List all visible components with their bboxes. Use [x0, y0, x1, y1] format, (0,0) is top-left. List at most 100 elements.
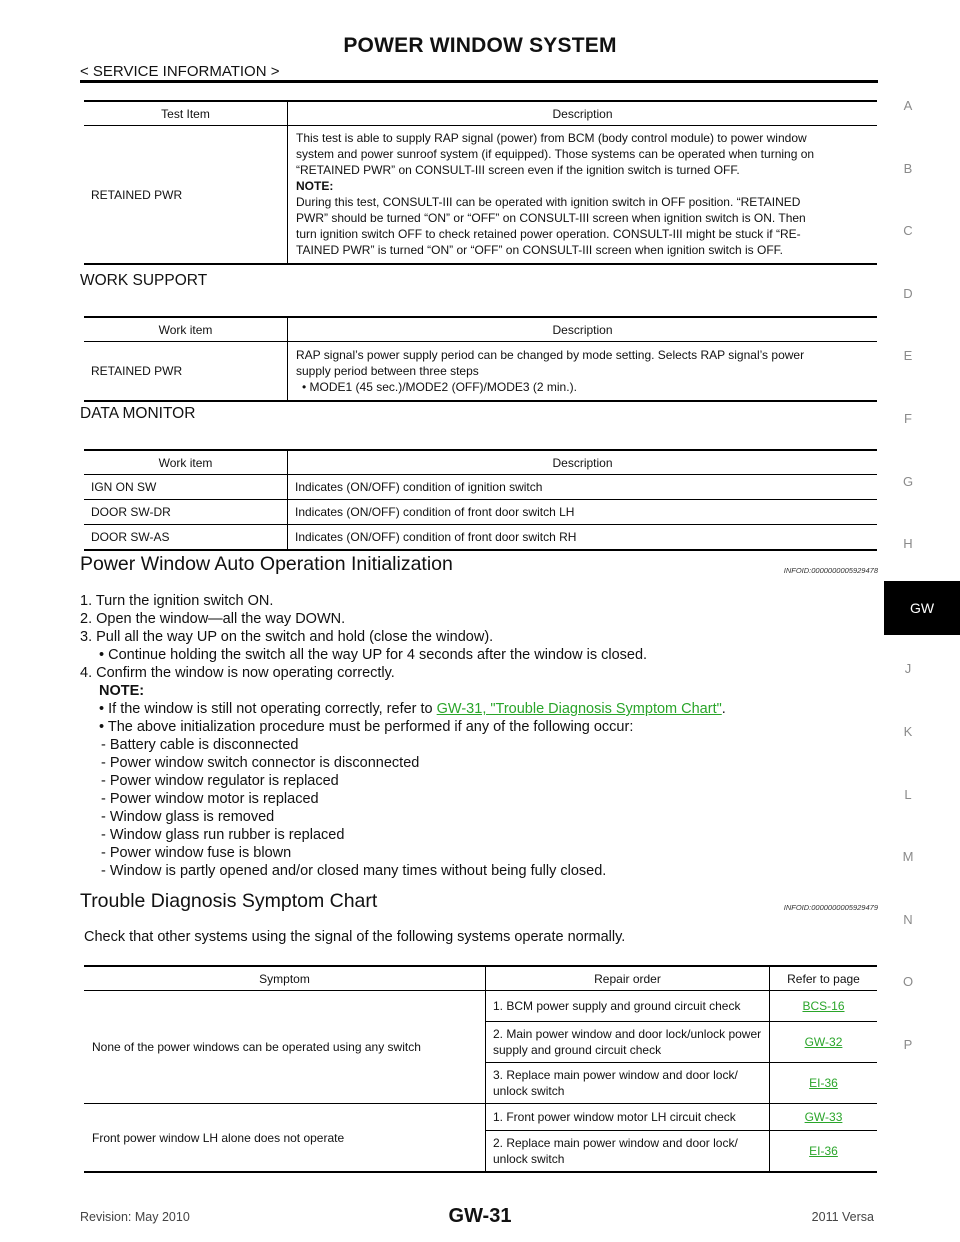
note-text: • If the window is still not operating c… — [99, 701, 437, 717]
table-row: 2. Main power window and door lock/unloc… — [84, 1021, 877, 1063]
column-header: Description — [287, 450, 877, 475]
index-letter-k[interactable]: K — [903, 723, 913, 739]
condition-item: - Window glass run rubber is replaced — [101, 827, 345, 843]
repair-order-cell: 2. Main power window and door lock/unloc… — [485, 1021, 770, 1063]
index-letter-b[interactable]: B — [903, 160, 913, 176]
column-header: Test Item — [84, 101, 288, 126]
section-index: A B C D E F G H J K L M N O P — [893, 98, 923, 1100]
index-letter-n[interactable]: N — [903, 911, 913, 927]
condition-item: - Window glass is removed — [101, 809, 275, 825]
info-id: INFOID:0000000005929479 — [783, 903, 878, 912]
monitor-item: DOOR SW-DR — [84, 499, 288, 525]
index-letter-f[interactable]: F — [904, 410, 912, 426]
monitor-item: IGN ON SW — [84, 474, 288, 500]
reference-link[interactable]: BCS-16 — [802, 999, 845, 1013]
reference-link[interactable]: EI-36 — [809, 1144, 838, 1158]
symptom-chart-table: Symptom Repair order Refer to page None … — [84, 965, 877, 1173]
trouble-chart-heading: Trouble Diagnosis Symptom Chart — [80, 890, 378, 912]
step: 2. Open the window—all the way DOWN. — [80, 611, 346, 627]
data-monitor-heading: DATA MONITOR — [80, 405, 196, 422]
column-header: Symptom — [84, 966, 486, 991]
index-letter-o[interactable]: O — [902, 974, 914, 990]
description-line: TAINED PWR” is turned “ON” or “OFF” on C… — [296, 243, 783, 257]
index-letter-g[interactable]: G — [902, 473, 914, 489]
initialization-heading: Power Window Auto Operation Initializati… — [80, 553, 453, 575]
condition-item: - Power window fuse is blown — [101, 845, 292, 861]
test-description-cell: This test is able to supply RAP signal (… — [288, 126, 878, 265]
description-line: supply period between three steps — [296, 364, 479, 378]
table-row: 2. Replace main power window and door lo… — [84, 1130, 877, 1172]
test-item-table: Test Item Description RETAINED PWR This … — [84, 100, 877, 265]
table-row: Front power window LH alone does not ope… — [84, 1103, 877, 1173]
table-row: None of the power windows can be operate… — [84, 990, 877, 1104]
table-row: 3. Replace main power window and door lo… — [84, 1062, 877, 1104]
table-row: IGN ON SW Indicates (ON/OFF) condition o… — [84, 474, 877, 500]
column-header: Work item — [84, 317, 288, 342]
description-line: • MODE1 (45 sec.)/MODE2 (OFF)/MODE3 (2 m… — [302, 380, 577, 394]
description-line: “RETAINED PWR” on CONSULT-III screen eve… — [296, 163, 740, 177]
step: 4. Confirm the window is now operating c… — [80, 665, 395, 681]
note-item: • The above initialization procedure mus… — [99, 719, 634, 735]
model-year: 2011 Versa — [811, 1210, 874, 1224]
index-letter-a[interactable]: A — [903, 98, 913, 113]
repair-order-cell: 1. Front power window motor LH circuit c… — [485, 1103, 770, 1131]
monitor-description: Indicates (ON/OFF) condition of front do… — [295, 530, 577, 544]
table-row: DOOR SW-AS Indicates (ON/OFF) condition … — [84, 524, 877, 550]
header-rule — [80, 80, 878, 83]
symptom-cell: Front power window LH alone does not ope… — [84, 1103, 486, 1173]
note-text: . — [721, 701, 726, 717]
repair-order-cell: 2. Replace main power window and door lo… — [485, 1130, 770, 1172]
repair-order-cell: 3. Replace main power window and door lo… — [485, 1062, 770, 1104]
page-title: POWER WINDOW SYSTEM — [343, 34, 617, 57]
step-bullet: • Continue holding the switch all the wa… — [99, 647, 648, 663]
initialization-procedure: 1. Turn the ignition switch ON. 2. Open … — [80, 592, 726, 880]
index-letter-c[interactable]: C — [903, 223, 913, 239]
index-letter-p[interactable]: P — [903, 1036, 913, 1052]
index-letter-l[interactable]: L — [904, 786, 912, 802]
condition-item: - Power window motor is replaced — [101, 791, 319, 807]
index-letter-h[interactable]: H — [903, 536, 913, 552]
note-label: NOTE: — [99, 683, 145, 699]
monitor-description: Indicates (ON/OFF) condition of ignition… — [287, 474, 877, 500]
data-monitor-table: Work item Description IGN ON SW Indicate… — [84, 449, 877, 551]
index-letter-e[interactable]: E — [903, 348, 913, 364]
active-section-tab[interactable]: GW — [884, 581, 960, 635]
description-line: This test is able to supply RAP signal (… — [296, 131, 807, 145]
condition-item: - Window is partly opened and/or closed … — [101, 863, 607, 879]
reference-link[interactable]: GW-33 — [804, 1110, 843, 1124]
trouble-chart-link[interactable]: GW-31, "Trouble Diagnosis Symptom Chart" — [436, 701, 722, 717]
description-line: system and power sunroof system (if equi… — [296, 147, 815, 161]
index-letter-m[interactable]: M — [902, 849, 914, 865]
step: 3. Pull all the way UP on the switch and… — [80, 629, 494, 645]
description-line: RAP signal’s power supply period can be … — [296, 348, 805, 362]
note-item: • If the window is still not operating c… — [80, 700, 726, 718]
page-code: GW-31 — [448, 1205, 512, 1227]
condition-item: - Power window switch connector is disco… — [101, 755, 420, 771]
work-description-cell: RAP signal’s power supply period can be … — [288, 342, 878, 402]
trouble-intro: Check that other systems using the signa… — [84, 929, 626, 945]
step: 1. Turn the ignition switch ON. — [80, 593, 274, 609]
monitor-item: DOOR SW-AS — [84, 524, 288, 550]
reference-link[interactable]: EI-36 — [809, 1076, 838, 1090]
work-item-cell: RETAINED PWR — [84, 341, 288, 401]
index-letter-j[interactable]: J — [904, 661, 912, 677]
table-row: DOOR SW-DR Indicates (ON/OFF) condition … — [84, 499, 877, 525]
monitor-description: Indicates (ON/OFF) condition of front do… — [287, 499, 877, 525]
description-line: During this test, CONSULT-III can be ope… — [296, 195, 801, 209]
repair-order-cell: 1. BCM power supply and ground circuit c… — [485, 990, 770, 1022]
revision-date: Revision: May 2010 — [80, 1210, 190, 1224]
condition-item: - Power window regulator is replaced — [101, 773, 339, 789]
description-line: turn ignition switch OFF to check retain… — [296, 227, 801, 241]
column-header: Description — [287, 317, 877, 342]
column-header: Repair order — [485, 966, 770, 991]
breadcrumb: < SERVICE INFORMATION > — [80, 63, 280, 80]
index-letter-d[interactable]: D — [903, 285, 913, 301]
reference-link[interactable]: GW-32 — [804, 1035, 843, 1049]
work-support-table: Work item Description RETAINED PWR RAP s… — [84, 316, 877, 402]
description-line: PWR” should be turned “ON” or “OFF” on C… — [296, 211, 806, 225]
column-header: Refer to page — [769, 966, 877, 991]
note-label: NOTE: — [296, 179, 334, 193]
info-id: INFOID:0000000005929478 — [783, 566, 878, 575]
column-header: Work item — [84, 450, 288, 475]
condition-item: - Battery cable is disconnected — [101, 737, 299, 753]
